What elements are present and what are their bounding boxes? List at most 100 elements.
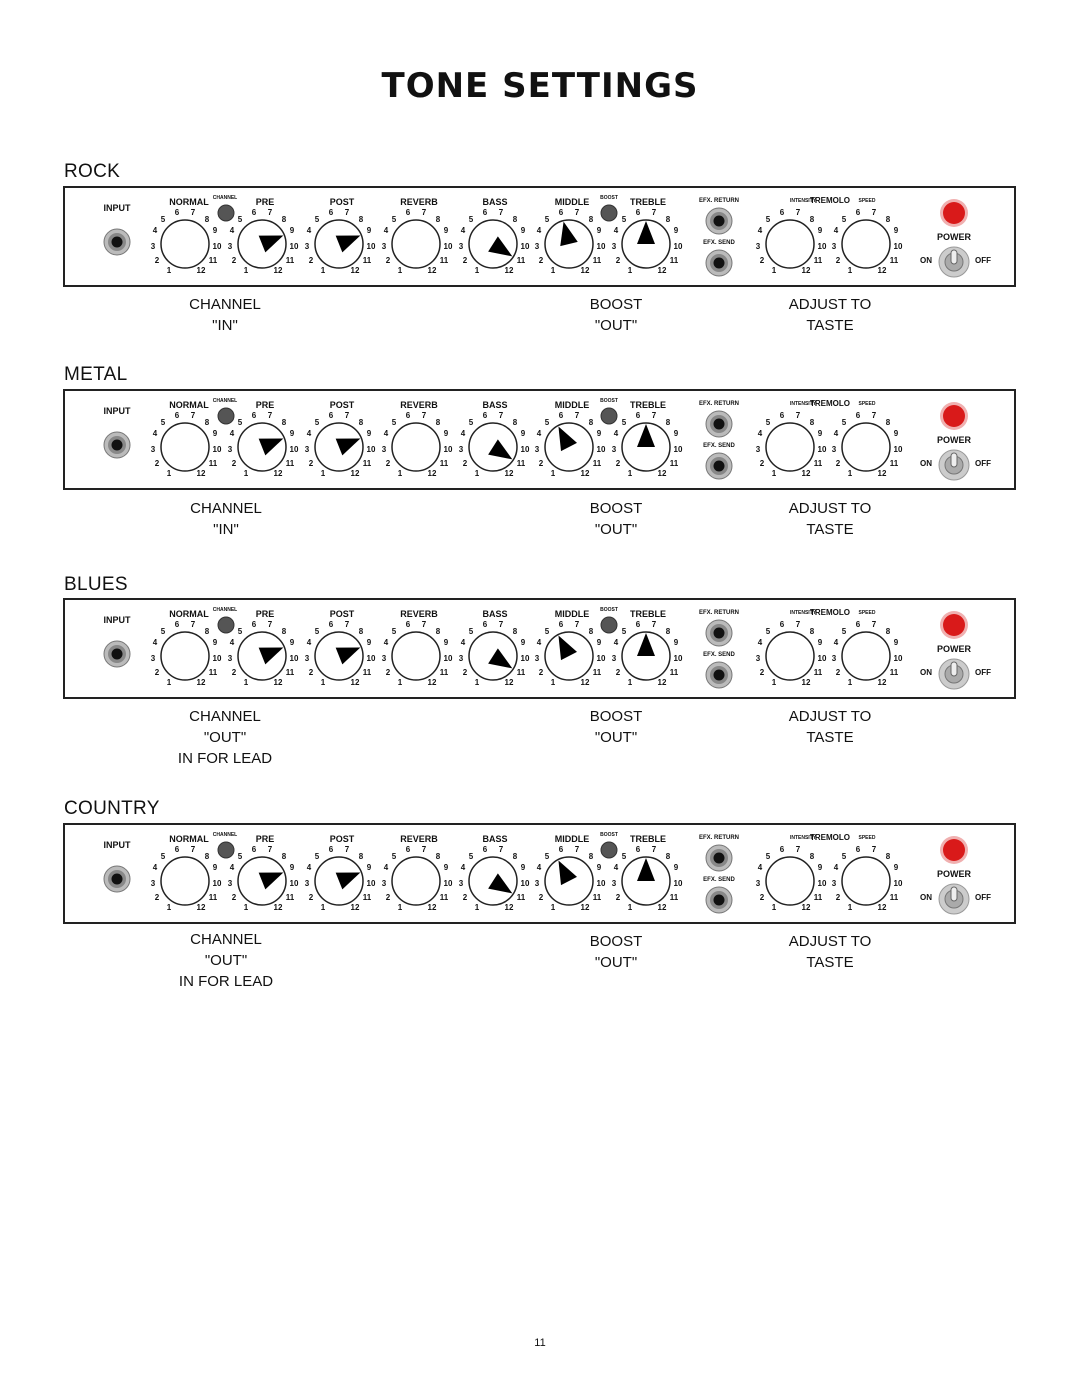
dial-number: 9 [818,863,823,872]
power-switch[interactable] [938,658,970,690]
section-title: ROCK [64,161,121,182]
dial-number: 1 [772,266,777,275]
knob-pointer [258,872,284,890]
dial-number: 12 [274,903,283,912]
treble-label: TREBLE [630,609,666,619]
efx-return-jack[interactable] [705,844,733,872]
jack-hole [111,439,123,451]
dial-number: 9 [674,638,679,647]
dial-number: 2 [463,256,468,265]
efx-send-jack[interactable] [705,249,733,277]
channel-switch[interactable] [217,204,235,222]
dial-number: 11 [440,668,449,677]
dial-number: 4 [384,863,389,872]
efx-return-jack[interactable] [705,619,733,647]
dial-number: 3 [459,445,464,454]
dial-number: 6 [856,845,861,854]
input-jack[interactable] [103,431,131,459]
dial-number: 6 [329,620,334,629]
input-jack[interactable] [103,865,131,893]
power-switch[interactable] [938,246,970,278]
dial-number: 9 [894,638,899,647]
dial-number: 1 [167,266,172,275]
dial-number: 7 [499,620,504,629]
dial-number: 6 [483,208,488,217]
efx-send-label: EFX. SEND [703,652,735,658]
efx-send-jack[interactable] [705,661,733,689]
dial-number: 9 [674,429,679,438]
boost-switch[interactable] [600,407,618,425]
dial-number: 6 [406,620,411,629]
dial-number: 9 [521,863,526,872]
dial-number: 8 [205,418,210,427]
dial-number: 1 [772,469,777,478]
dial-number: 11 [814,256,823,265]
boost-switch[interactable] [600,204,618,222]
pre-label: PRE [256,197,275,207]
dial-number: 11 [517,893,526,902]
power-switch[interactable] [938,449,970,481]
dial-number: 11 [363,668,372,677]
bass-label: BASS [482,609,507,619]
efx-send-jack[interactable] [705,452,733,480]
boost-switch[interactable] [600,841,618,859]
efx-send-jack[interactable] [705,886,733,914]
dial-number: 7 [268,620,273,629]
efx-return-jack[interactable] [705,410,733,438]
caption-line: "OUT" [594,954,638,971]
channel-switch[interactable] [217,841,235,859]
input-jack[interactable] [103,228,131,256]
channel-switch[interactable] [217,407,235,425]
dial-number: 12 [581,678,590,687]
channel-switch[interactable] [217,616,235,634]
dial-number: 9 [290,429,295,438]
power-lamp [943,405,965,427]
dial-number: 1 [848,678,853,687]
dial-number: 10 [674,445,683,454]
dial-number: 1 [475,469,480,478]
dial-number: 3 [612,879,617,888]
power-switch[interactable] [938,883,970,915]
dial-number: 7 [796,620,801,629]
boost-switch[interactable] [600,616,618,634]
input-jack[interactable] [103,640,131,668]
efx-return-jack[interactable] [705,207,733,235]
dial-number: 7 [575,411,580,420]
